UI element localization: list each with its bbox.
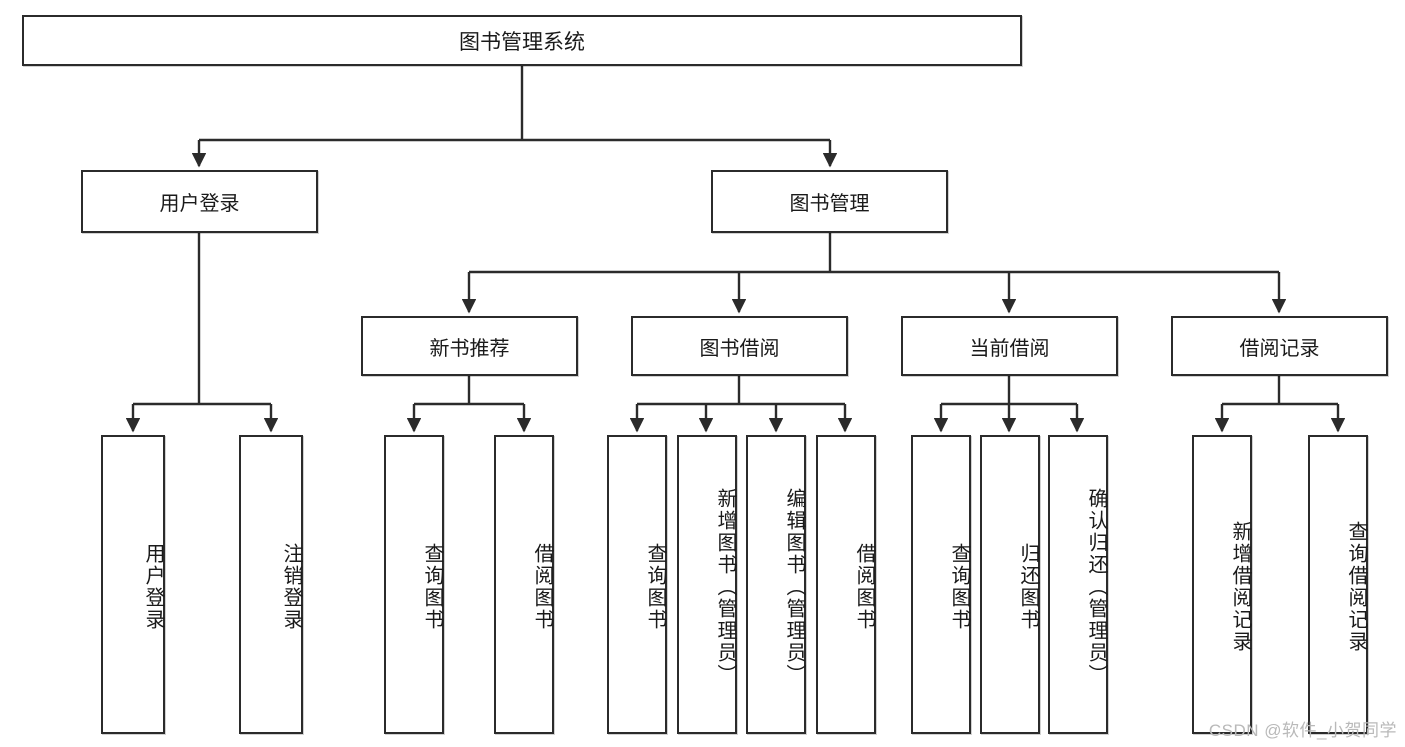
leaf-borrow-record-add[interactable]: 新增借阅记录: [1192, 435, 1252, 734]
watermark: CSDN @软件_小贺同学: [1208, 721, 1397, 740]
node-root-label: 图书管理系统: [459, 30, 585, 54]
leaf-book-borrow-edit[interactable]: 编辑图书（管理员）: [746, 435, 806, 734]
leaf-current-borrow-confirm-return-label: 确认归还（管理员）: [1085, 487, 1107, 686]
leaf-book-borrow-edit-label: 编辑图书（管理员）: [783, 487, 805, 686]
leaf-current-borrow-return[interactable]: 归还图书: [980, 435, 1040, 734]
leaf-book-borrow-borrow[interactable]: 借阅图书: [816, 435, 876, 734]
leaf-user-login-logout-label: 注销登录: [280, 542, 302, 631]
node-root[interactable]: 图书管理系统: [22, 15, 1022, 66]
node-current-borrow-label: 当前借阅: [969, 337, 1050, 360]
leaf-book-borrow-query-label: 查询图书: [644, 542, 666, 631]
leaf-borrow-record-query-label: 查询借阅记录: [1345, 520, 1367, 653]
node-current-borrow[interactable]: 当前借阅: [901, 316, 1118, 376]
leaf-book-borrow-query[interactable]: 查询图书: [607, 435, 667, 734]
node-book-borrow-label: 图书借阅: [699, 337, 780, 360]
node-user-login-label: 用户登录: [159, 193, 240, 215]
leaf-borrow-record-add-label: 新增借阅记录: [1229, 520, 1251, 653]
leaf-new-book-borrow-label: 借阅图书: [531, 542, 553, 631]
leaf-book-borrow-add-label: 新增图书（管理员）: [714, 487, 736, 686]
leaf-user-login-logout[interactable]: 注销登录: [239, 435, 303, 734]
node-new-book-recommend[interactable]: 新书推荐: [361, 316, 578, 376]
node-book-borrow[interactable]: 图书借阅: [631, 316, 848, 376]
leaf-new-book-query[interactable]: 查询图书: [384, 435, 444, 734]
node-borrow-record[interactable]: 借阅记录: [1171, 316, 1388, 376]
leaf-user-login-login-label: 用户登录: [142, 542, 164, 631]
leaf-book-borrow-borrow-label: 借阅图书: [853, 542, 875, 631]
leaf-current-borrow-query-label: 查询图书: [948, 542, 970, 631]
leaf-current-borrow-confirm-return[interactable]: 确认归还（管理员）: [1048, 435, 1108, 734]
leaf-user-login-login[interactable]: 用户登录: [101, 435, 165, 734]
leaf-current-borrow-return-label: 归还图书: [1017, 542, 1039, 631]
node-book-management[interactable]: 图书管理: [711, 170, 948, 233]
leaf-new-book-borrow[interactable]: 借阅图书: [494, 435, 554, 734]
leaf-book-borrow-add[interactable]: 新增图书（管理员）: [677, 435, 737, 734]
node-new-book-recommend-label: 新书推荐: [429, 337, 510, 360]
leaf-current-borrow-query[interactable]: 查询图书: [911, 435, 971, 734]
node-user-login[interactable]: 用户登录: [81, 170, 318, 233]
node-borrow-record-label: 借阅记录: [1239, 337, 1320, 360]
leaf-new-book-query-label: 查询图书: [421, 542, 443, 631]
node-book-management-label: 图书管理: [789, 193, 870, 215]
leaf-borrow-record-query[interactable]: 查询借阅记录: [1308, 435, 1368, 734]
